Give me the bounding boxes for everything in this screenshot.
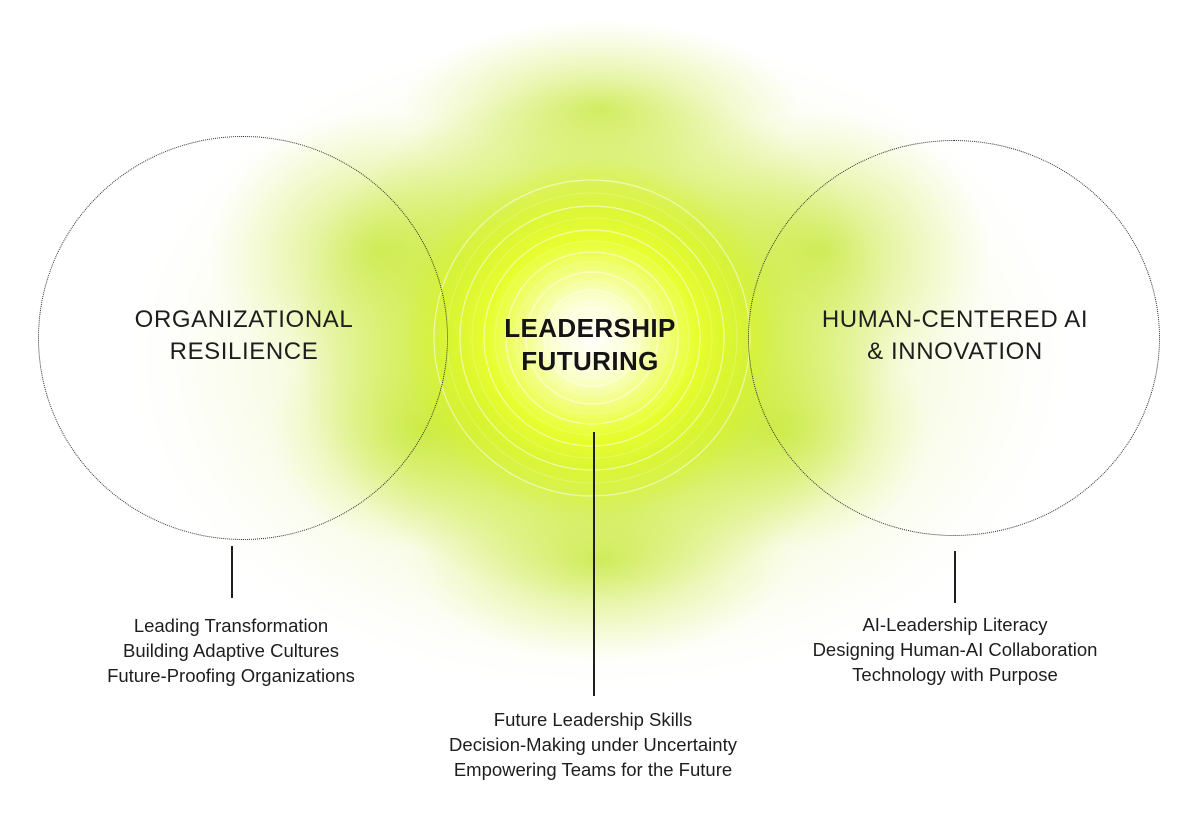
right-title-line-1: HUMAN-CENTERED AI bbox=[821, 306, 1089, 333]
left-dotted-circle bbox=[38, 136, 448, 540]
list-item: Decision-Making under Uncertainty bbox=[449, 734, 737, 755]
left-title-line-2: RESILIENCE bbox=[169, 338, 319, 365]
right-topic-title: HUMAN-CENTERED AI & INNOVATION bbox=[800, 304, 1110, 368]
list-item: Designing Human-AI Collaboration bbox=[812, 639, 1098, 660]
center-connector-line bbox=[593, 432, 595, 696]
list-item: Future Leadership Skills bbox=[493, 709, 693, 730]
right-dotted-circle bbox=[748, 140, 1160, 536]
left-topic-list: Leading Transformation Building Adaptive… bbox=[60, 613, 402, 688]
center-title-line-1: LEADERSHIP bbox=[504, 313, 676, 343]
list-item: Empowering Teams for the Future bbox=[453, 759, 733, 780]
list-item: Building Adaptive Cultures bbox=[123, 640, 339, 661]
center-title-line-2: FUTURING bbox=[521, 346, 659, 376]
list-item: AI-Leadership Literacy bbox=[862, 614, 1048, 635]
list-item: Future-Proofing Organizations bbox=[107, 665, 355, 686]
center-topic-list: Future Leadership Skills Decision-Making… bbox=[392, 707, 794, 782]
right-connector-line bbox=[954, 551, 956, 603]
right-topic-list: AI-Leadership Literacy Designing Human-A… bbox=[765, 612, 1145, 687]
left-connector-line bbox=[231, 546, 233, 598]
left-topic-title: ORGANIZATIONAL RESILIENCE bbox=[94, 304, 394, 368]
right-title-line-2: & INNOVATION bbox=[867, 338, 1043, 365]
left-title-line-1: ORGANIZATIONAL bbox=[134, 306, 354, 333]
list-item: Technology with Purpose bbox=[852, 664, 1058, 685]
list-item: Leading Transformation bbox=[133, 615, 329, 636]
center-topic-title: LEADERSHIP FUTURING bbox=[440, 312, 740, 378]
